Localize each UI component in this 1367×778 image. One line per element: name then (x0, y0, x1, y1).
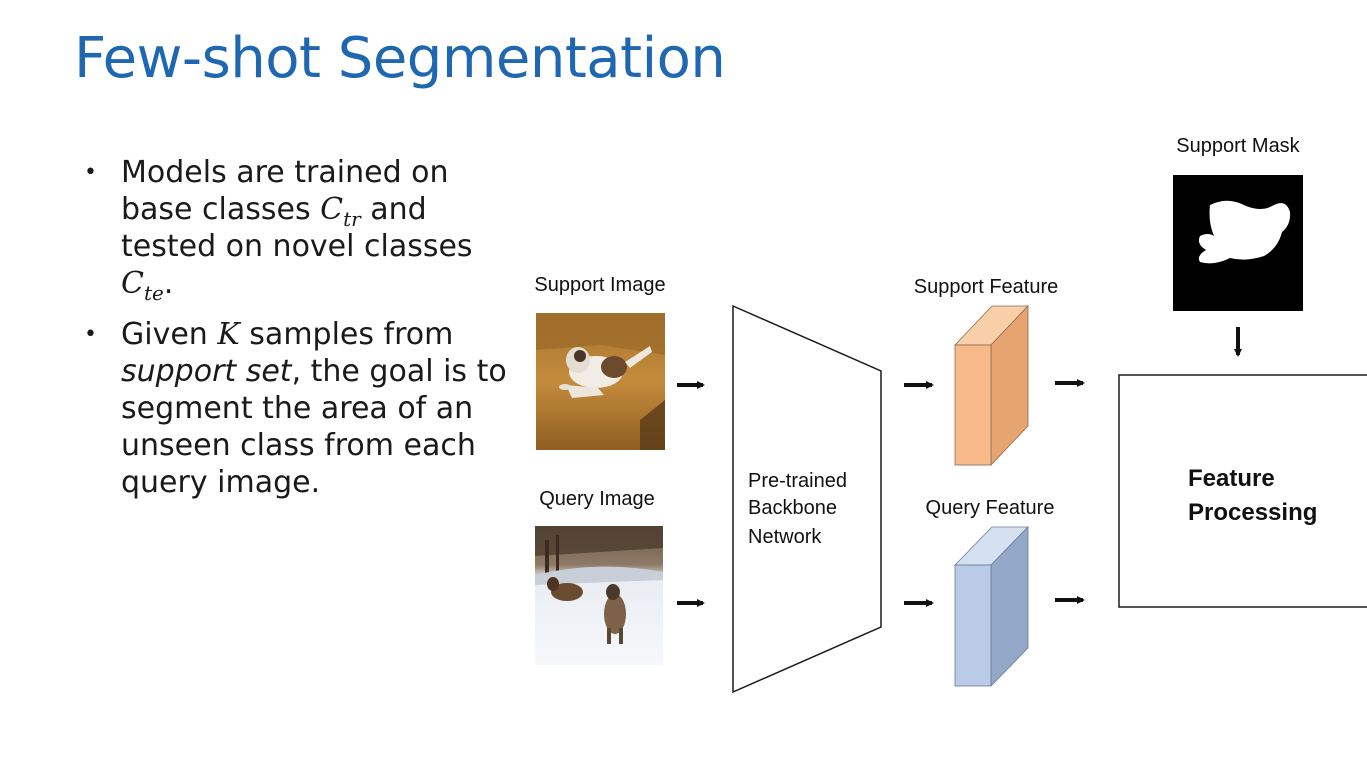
processing-line-2: Processing (1188, 499, 1317, 526)
query-feature-cuboid (955, 527, 1028, 686)
backbone-line-3: Network (748, 526, 822, 548)
support-image (536, 313, 665, 450)
backbone-line-1: Pre-trained (748, 470, 847, 492)
support-mask-label: Support Mask (1176, 135, 1300, 157)
support-feature-cuboid (955, 306, 1028, 465)
backbone-line-2: Backbone (748, 497, 837, 519)
support-mask-image (1173, 175, 1303, 311)
processing-line-1: Feature (1188, 465, 1275, 492)
query-image-label: Query Image (539, 488, 655, 510)
support-feature-label: Support Feature (914, 276, 1059, 298)
query-feature-label: Query Feature (926, 497, 1055, 519)
support-image-label: Support Image (534, 274, 665, 296)
query-image (535, 526, 663, 665)
